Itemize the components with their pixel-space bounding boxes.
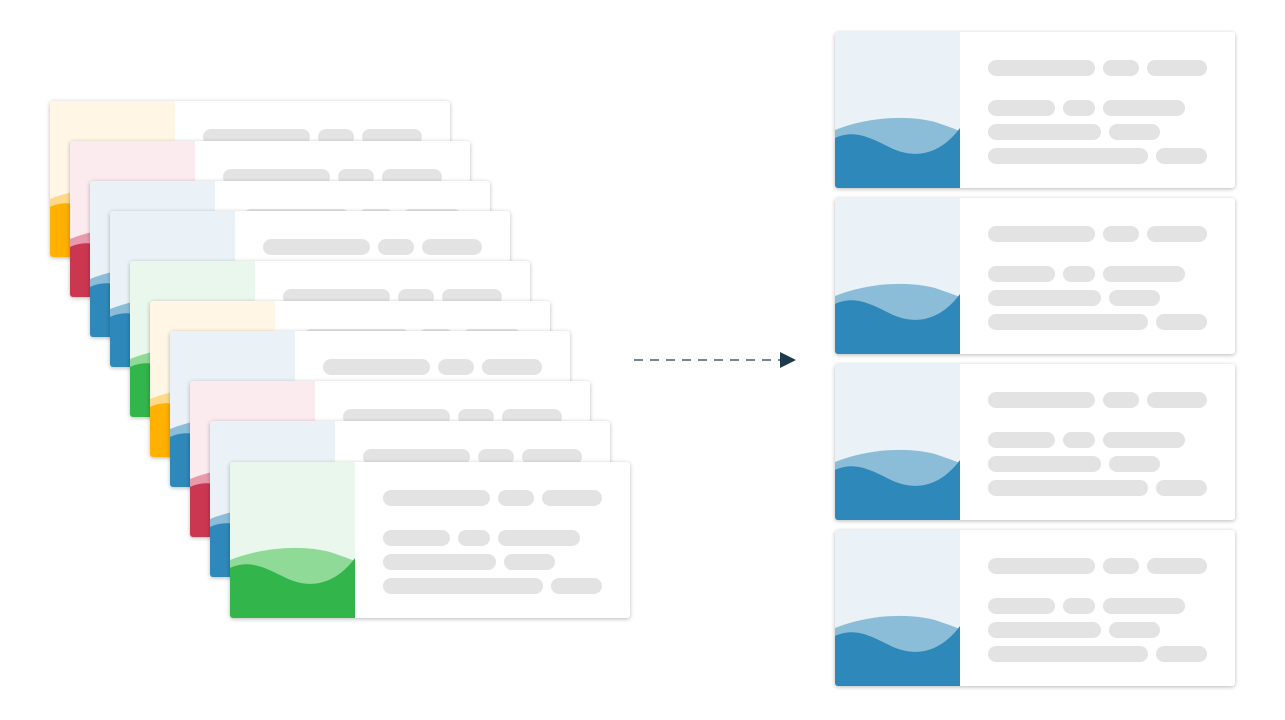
- text-placeholder-bar: [458, 530, 490, 546]
- text-placeholder-bar: [1103, 100, 1185, 116]
- text-placeholder-bar: [422, 239, 482, 255]
- placeholder-card: [835, 198, 1235, 354]
- text-placeholder-bar: [1156, 148, 1207, 164]
- text-placeholder-bar: [504, 554, 555, 570]
- text-placeholder-bar: [1156, 646, 1207, 662]
- text-placeholder-bar: [1103, 598, 1185, 614]
- text-placeholder-bar: [1063, 266, 1095, 282]
- text-placeholder-bar: [1103, 392, 1139, 408]
- text-placeholder-bar: [1156, 314, 1207, 330]
- text-placeholder-bar: [988, 622, 1101, 638]
- text-placeholder-bar: [1063, 432, 1095, 448]
- placeholder-card: [835, 32, 1235, 188]
- text-placeholder-bar: [551, 578, 602, 594]
- text-placeholder-bar: [1103, 558, 1139, 574]
- text-placeholder-bar: [383, 490, 490, 506]
- text-placeholder-bar: [1156, 480, 1207, 496]
- wave-front: [230, 558, 355, 618]
- text-placeholder-bar: [988, 598, 1055, 614]
- wave-front: [835, 128, 960, 188]
- text-placeholder-bar: [482, 359, 542, 375]
- card-thumbnail: [835, 364, 960, 520]
- text-placeholder-bar: [1103, 60, 1139, 76]
- text-placeholder-bar: [438, 359, 474, 375]
- text-placeholder-bar: [378, 239, 414, 255]
- text-placeholder-bar: [1109, 622, 1160, 638]
- text-placeholder-bar: [498, 530, 580, 546]
- wave-front: [835, 460, 960, 520]
- text-placeholder-bar: [1147, 226, 1207, 242]
- text-placeholder-bar: [383, 530, 450, 546]
- text-placeholder-bar: [988, 290, 1101, 306]
- text-placeholder-bar: [988, 148, 1148, 164]
- text-placeholder-bar: [988, 480, 1148, 496]
- text-placeholder-bar: [1063, 100, 1095, 116]
- card-thumbnail: [835, 198, 960, 354]
- text-placeholder-bar: [988, 124, 1101, 140]
- wave-image-icon: [835, 530, 960, 686]
- text-placeholder-bar: [988, 314, 1148, 330]
- text-placeholder-bar: [988, 558, 1095, 574]
- text-placeholder-bar: [363, 449, 470, 465]
- wave-image-icon: [835, 32, 960, 188]
- text-placeholder-bar: [1103, 266, 1185, 282]
- placeholder-card: [230, 462, 630, 618]
- text-placeholder-bar: [988, 226, 1095, 242]
- text-placeholder-bar: [1109, 124, 1160, 140]
- text-placeholder-bar: [542, 490, 602, 506]
- placeholder-card: [835, 530, 1235, 686]
- text-placeholder-bar: [1103, 432, 1185, 448]
- text-placeholder-bar: [1109, 290, 1160, 306]
- text-placeholder-bar: [988, 100, 1055, 116]
- wave-image-icon: [835, 364, 960, 520]
- wave-image-icon: [230, 462, 355, 618]
- text-placeholder-bar: [988, 432, 1055, 448]
- text-placeholder-bar: [478, 449, 514, 465]
- wave-front: [835, 626, 960, 686]
- text-placeholder-bar: [1147, 558, 1207, 574]
- text-placeholder-bar: [1063, 598, 1095, 614]
- text-placeholder-bar: [988, 266, 1055, 282]
- text-placeholder-bar: [323, 359, 430, 375]
- text-placeholder-bar: [988, 456, 1101, 472]
- text-placeholder-bar: [522, 449, 582, 465]
- text-placeholder-bar: [988, 392, 1095, 408]
- placeholder-card: [835, 364, 1235, 520]
- text-placeholder-bar: [263, 239, 370, 255]
- text-placeholder-bar: [498, 490, 534, 506]
- card-thumbnail: [835, 530, 960, 686]
- arrow-right-icon: [634, 352, 796, 368]
- text-placeholder-bar: [988, 60, 1095, 76]
- text-placeholder-bar: [383, 554, 496, 570]
- text-placeholder-bar: [383, 578, 543, 594]
- arrow-head: [780, 352, 796, 368]
- text-placeholder-bar: [988, 646, 1148, 662]
- text-placeholder-bar: [1103, 226, 1139, 242]
- text-placeholder-bar: [1109, 456, 1160, 472]
- card-thumbnail: [230, 462, 355, 618]
- card-thumbnail: [835, 32, 960, 188]
- text-placeholder-bar: [1147, 60, 1207, 76]
- wave-front: [835, 294, 960, 354]
- wave-image-icon: [835, 198, 960, 354]
- text-placeholder-bar: [1147, 392, 1207, 408]
